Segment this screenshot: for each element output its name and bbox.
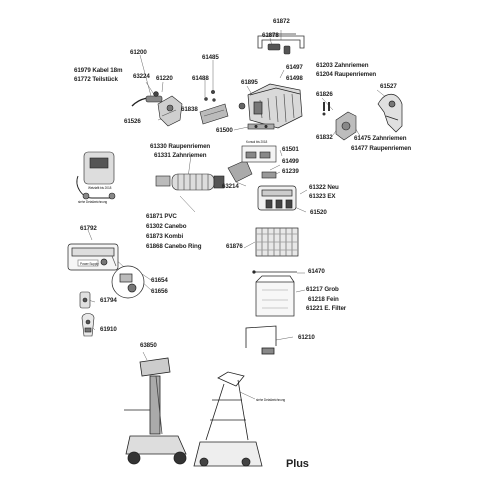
console-box <box>241 145 277 163</box>
label-61895: 61895 <box>241 79 258 86</box>
label-61210: 61210 <box>298 334 315 341</box>
label-61772: 61772 Teilstück <box>74 76 118 83</box>
right-wheel-61832 <box>335 111 357 141</box>
label-61323: 61323 EX <box>309 193 336 200</box>
screws-61485 <box>204 89 216 102</box>
part-63214 <box>227 159 253 183</box>
label-61654: 61654 <box>151 277 168 284</box>
label-61221: 61221 E. Filter <box>306 305 347 312</box>
label-61331: 61331 Zahnriemen <box>154 152 207 159</box>
brush-roller <box>155 173 225 191</box>
label-61520: 61520 <box>310 209 327 216</box>
label-61302: 61302 Canebo <box>146 223 187 230</box>
label-61868: 61868 Canebo Ring <box>146 243 202 250</box>
label-61826: 61826 <box>316 91 333 98</box>
label-61792: 61792 <box>80 225 97 232</box>
label-61497: 61497 <box>286 64 303 71</box>
label-61475: 61475 Zahnriemen <box>354 135 407 142</box>
label-61838: 61838 <box>181 106 198 113</box>
top-frame-61872 <box>257 33 305 49</box>
label-63214: 63214 <box>222 183 239 190</box>
label-61500: 61500 <box>216 127 233 134</box>
side-drive-61838 <box>199 102 246 125</box>
bar-61500 <box>247 123 275 130</box>
note-konsole: Konsol bis 2018 <box>246 140 268 144</box>
robot-on-caddy <box>76 151 116 200</box>
label-61218: 61218 Fein <box>308 296 339 303</box>
label-61488: 61488 <box>192 75 209 82</box>
label-61239: 61239 <box>282 168 299 175</box>
label-61878: 61878 <box>262 32 279 39</box>
magnifier-inset <box>111 255 145 299</box>
caddy-frame-perspective <box>193 371 263 467</box>
caddy-63850 <box>124 357 187 465</box>
side-panel-61527 <box>377 93 403 133</box>
label-61656: 61656 <box>151 288 168 295</box>
label-61501: 61501 <box>282 146 299 153</box>
label-61527: 61527 <box>380 83 397 90</box>
motor-61239 <box>261 171 277 179</box>
label-61204: 61204 Raupenriemen <box>316 71 377 78</box>
label-63224: 63224 <box>133 73 150 80</box>
label-61203: 61203 Zahnriemen <box>316 62 369 69</box>
label-61794: 61794 <box>100 297 117 304</box>
label-61910: 61910 <box>100 326 117 333</box>
leader-lines <box>87 30 388 400</box>
rod-61470 <box>252 270 297 274</box>
label-61979: 61979 Kabel 18m <box>74 67 123 74</box>
note-power-supply: Power Supply <box>80 262 99 266</box>
label-61470: 61470 <box>308 268 325 275</box>
filter-61876 <box>255 227 299 257</box>
label-61485: 61485 <box>202 54 219 61</box>
label-61832: 61832 <box>316 134 333 141</box>
note-caddy-3: siehe Detailzeichnung <box>256 398 286 402</box>
filter-bag-61217 <box>255 275 295 317</box>
label-63850: 63850 <box>140 342 157 349</box>
label-61217: 61217 Grob <box>306 286 339 293</box>
label-61876: 61876 <box>226 243 243 250</box>
label-61873: 61873 Kombi <box>146 233 184 240</box>
motor-housing <box>247 83 303 129</box>
label-61220: 61220 <box>156 75 173 82</box>
label-61322: 61322 Neu <box>309 184 339 191</box>
label-61871: 61871 PVC <box>146 213 177 220</box>
cable-swivel <box>131 91 183 127</box>
label-61498: 61498 <box>286 75 303 82</box>
remote-61910 <box>81 313 95 337</box>
label-61330: 61330 Raupenriemen <box>150 143 211 150</box>
filter-tray <box>257 185 297 211</box>
label-61477: 61477 Raupenriemen <box>351 145 412 152</box>
model-name: Plus <box>286 458 309 470</box>
label-61499: 61499 <box>282 158 299 165</box>
note-caddy-2: siehe Detailzeichnung <box>78 200 108 204</box>
note-caddy-1: Wetzlafit bis 2018 <box>88 186 112 190</box>
power-supply-61792 <box>67 243 119 271</box>
label-61526: 61526 <box>124 118 141 125</box>
screws-61826 <box>322 102 330 116</box>
small-connector-61878 <box>267 43 291 55</box>
label-61200: 61200 <box>130 49 147 56</box>
label-61872: 61872 <box>273 18 290 25</box>
bracket-61794 <box>79 291 91 309</box>
frame-61210 <box>245 325 277 355</box>
